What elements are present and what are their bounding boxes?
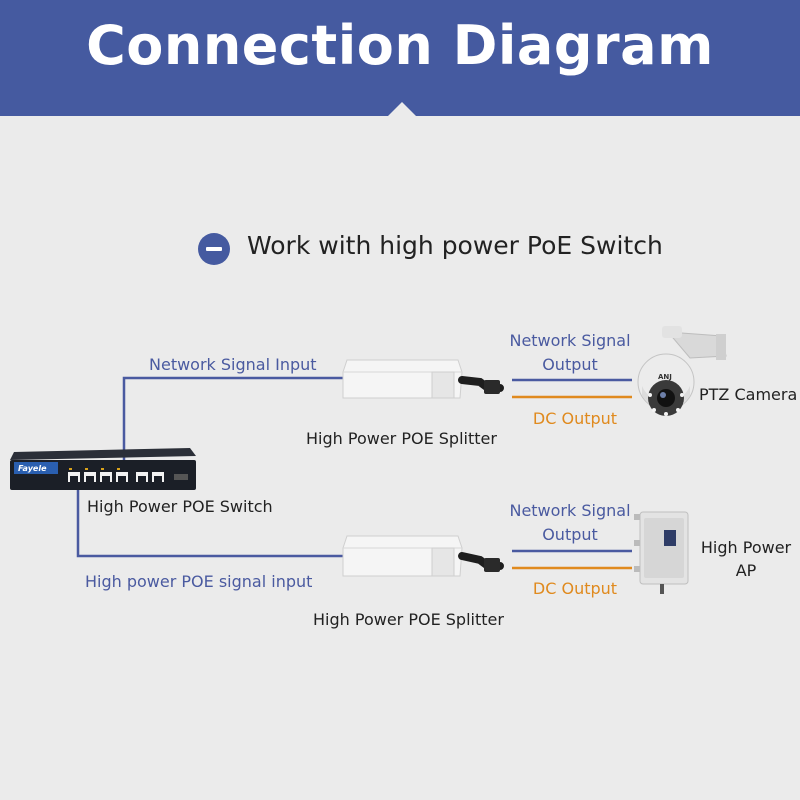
top-input-label: Network Signal Input bbox=[149, 355, 317, 374]
camera-brand-text: ANJ bbox=[658, 373, 672, 381]
bottom-input-label: High power POE signal input bbox=[85, 572, 313, 591]
minus-circle-icon bbox=[198, 233, 230, 265]
dc-output-label-bottom: DC Output bbox=[532, 579, 618, 598]
splitter-bottom-label: High Power POE Splitter bbox=[313, 610, 504, 629]
header-notch bbox=[388, 102, 416, 116]
network-output-label-top-1: Network Signal bbox=[509, 331, 631, 350]
switch-brand-text: Fayele bbox=[18, 464, 47, 473]
poe-splitter-icon bbox=[342, 535, 504, 577]
network-output-label-top-2: Output bbox=[542, 355, 598, 374]
ap-label-line2: AP bbox=[735, 561, 757, 580]
dc-output-label-top: DC Output bbox=[532, 409, 618, 428]
network-output-label-bottom-1: Network Signal bbox=[509, 501, 631, 520]
network-cables bbox=[76, 376, 632, 570]
poe-splitter-icon bbox=[342, 359, 504, 399]
camera-label: PTZ Camera bbox=[699, 385, 798, 404]
cable-switch-to-splitter-top bbox=[122, 376, 345, 470]
header-banner: Connection Diagram bbox=[0, 0, 800, 116]
ap-label-line1: High Power bbox=[700, 538, 792, 557]
cable-switch-to-splitter-bottom bbox=[76, 478, 345, 558]
section-title: Work with high power PoE Switch bbox=[247, 231, 663, 260]
switch-label: High Power POE Switch bbox=[87, 497, 273, 516]
access-point-icon bbox=[634, 511, 689, 594]
poe-switch-icon: Fayele bbox=[10, 448, 196, 490]
splitter-top-label: High Power POE Splitter bbox=[306, 429, 497, 448]
ptz-camera-icon: ANJ bbox=[637, 326, 727, 416]
page-title: Connection Diagram bbox=[86, 14, 714, 77]
network-output-label-bottom-2: Output bbox=[542, 525, 598, 544]
